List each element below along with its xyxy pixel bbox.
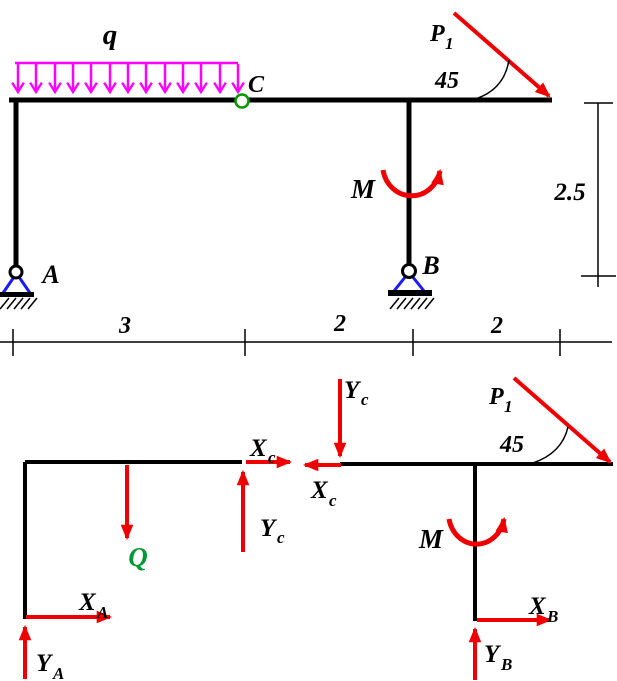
xc-right-label-main: X (310, 477, 329, 504)
support-a-base (0, 292, 34, 297)
vertical-dimension: 2.5 (553, 102, 616, 287)
top-figure: q C P 1 45 M A (0, 11, 616, 356)
q-load-label: q (103, 19, 118, 51)
xa-label-main: X (78, 589, 97, 616)
free-body-diagram: Q Y c X c X c Y c P 1 45 M X A Y A X B (18, 376, 613, 681)
dim-height-label: 2.5 (553, 179, 585, 206)
dim-span-2a: 2 (333, 311, 346, 337)
hinge-c-circle (234, 93, 250, 109)
angle-arc-fbd (532, 426, 569, 464)
p1-force-arrow (452, 11, 551, 98)
support-b (388, 263, 435, 310)
support-a-leg (17, 276, 32, 294)
yc-right-label-main: Y (344, 377, 362, 404)
xc-right-label-sub: c (329, 491, 337, 510)
support-b-hatching (389, 297, 435, 310)
xa-label-sub: A (96, 603, 108, 622)
p1-fbd-label-main: P (488, 384, 504, 410)
p1-force-arrow-fbd (512, 376, 612, 464)
angle-arc (474, 59, 510, 100)
support-b-leg (410, 275, 426, 292)
xc-left-label-sub: c (268, 448, 276, 467)
ya-label-main: Y (36, 650, 54, 677)
support-b-label: B (421, 251, 439, 280)
xb-label-main: X (528, 593, 547, 620)
dim-span-3: 3 (118, 313, 131, 339)
support-b-pin (401, 263, 417, 279)
horizontal-dimensions: 3 2 2 (0, 311, 612, 356)
yb-label-sub: B (500, 655, 512, 674)
yb-label-main: Y (484, 641, 502, 668)
support-b-base (388, 290, 432, 296)
support-a-leg (1, 276, 16, 294)
support-b-leg (392, 275, 408, 292)
xb-label-sub: B (546, 607, 558, 626)
support-a (0, 264, 38, 310)
yc-left-label-main: Y (260, 515, 278, 542)
p1-label-sub: 1 (445, 34, 454, 53)
hinge-c-label: C (248, 72, 265, 98)
ya-label-sub: A (52, 664, 64, 681)
p1-label-main: P (429, 21, 445, 47)
support-a-label: A (40, 260, 59, 289)
p1-fbd-label-sub: 1 (504, 397, 513, 416)
yc-right-label-sub: c (361, 390, 369, 409)
dim-span-2b: 2 (490, 313, 503, 339)
angle-45-label-fbd: 45 (499, 432, 524, 458)
distributed-load (11, 61, 245, 95)
angle-45-label: 45 (434, 68, 459, 94)
moment-arc-fbd (446, 516, 508, 547)
support-a-pin (8, 264, 24, 280)
xc-left-label-main: X (249, 435, 268, 462)
q-resultant-label: Q (128, 542, 148, 572)
moment-m-label-fbd: M (418, 524, 444, 554)
yc-left-label-sub: c (277, 528, 285, 547)
moment-arc (380, 168, 444, 199)
moment-m-label: M (350, 174, 376, 204)
support-a-hatching (0, 297, 38, 310)
